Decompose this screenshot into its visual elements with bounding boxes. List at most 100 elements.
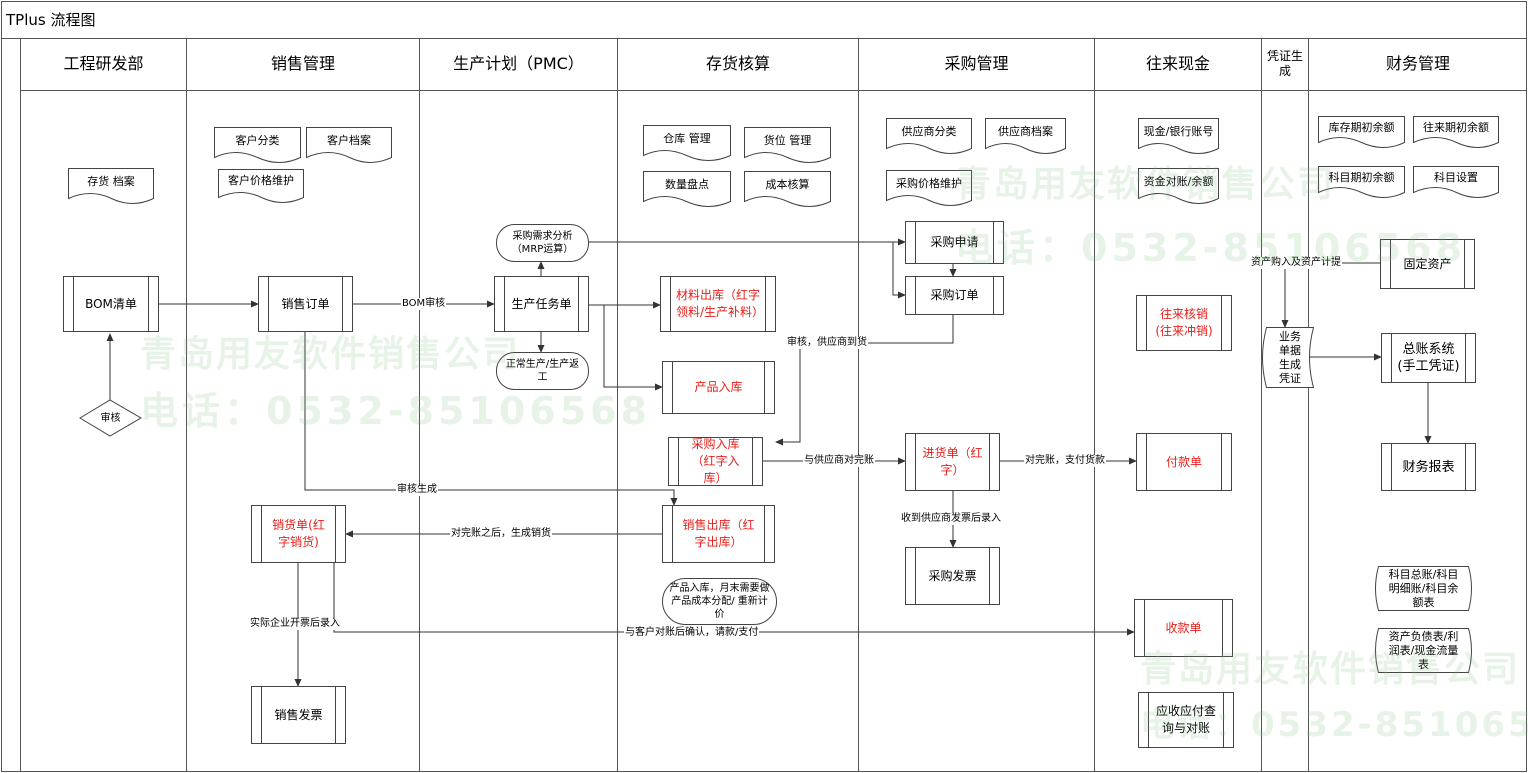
doc-shape-location (744, 127, 831, 163)
proc-bom: BOM清单 (85, 296, 137, 311)
doc-shape-acct-open (1318, 166, 1405, 198)
proc-shape-fixed-asset (1380, 239, 1475, 289)
proc-shape-payment (1136, 433, 1232, 491)
proc-shape-sales-order (258, 276, 353, 332)
term-mrp: 采购需求分析（MRP运算） (511, 231, 574, 255)
term-shape-month-end (662, 578, 777, 625)
edge-label-asset-buy: 资产购入及资产计提 (1250, 257, 1342, 269)
doc-count: 数量盘点 (665, 178, 709, 191)
proc-collection: 收款单 (1165, 620, 1202, 635)
lane-header-pmc: 生产计划（PMC） (453, 54, 584, 73)
proc-sales-order: 销售订单 (281, 296, 330, 311)
proc-shape-ar-query (1138, 692, 1234, 748)
doc-shape-cash-bank (1138, 118, 1219, 154)
doc-inv-file: 存货 档案 (87, 175, 135, 188)
doc-warehouse: 仓库 管理 (663, 132, 711, 145)
proc-ar-settle: 往来核销(往来冲销) (1155, 307, 1213, 338)
edge-label-audit-gen: 审核生成 (396, 484, 438, 496)
proc-shape-sales-doc (251, 505, 346, 563)
edge-label-sup-delivery: 审核，供应商到货 (786, 337, 868, 349)
doc-shape-warehouse (643, 125, 731, 161)
store-gl-reports: 科目总账/科目明细账/科目余额表 (1388, 567, 1459, 609)
lane-header-ar: 往来现金 (1145, 54, 1210, 73)
doc-shape-sup-class (886, 118, 972, 154)
lane-header-voucher: 凭证生成 (1266, 49, 1303, 78)
doc-acct-open: 科目期初余额 (1328, 171, 1395, 184)
term-normal-prod: 正常生产/生产返工 (505, 359, 580, 383)
doc-shape-inv-open (1318, 116, 1405, 148)
proc-prod-in: 产品入库 (694, 380, 743, 394)
proc-shape-sales-out (662, 505, 775, 563)
proc-shape-sales-invoice (251, 686, 346, 744)
doc-cust-price: 客户价格维护 (228, 174, 294, 187)
doc-cost: 成本核算 (765, 178, 810, 191)
proc-receipt: 进货单（红字） (922, 446, 983, 477)
store-shape-fs-reports (1375, 628, 1472, 673)
edge-label-bom-audit: BOM审核 (401, 298, 447, 310)
doc-acct-set: 科目设置 (1434, 171, 1478, 184)
lane-header-fin: 财务管理 (1385, 54, 1450, 73)
decision-shape-audit (79, 399, 142, 437)
proc-payment: 付款单 (1165, 454, 1202, 469)
doc-shape-cost (744, 171, 831, 207)
edge-label-after-settle: 对完账之后，生成销货 (450, 528, 552, 540)
edge-label-real-invoice: 实际企业开票后录入 (249, 618, 341, 630)
proc-shape-receipt (905, 433, 1000, 491)
doc-ar-open: 往来期初余额 (1423, 121, 1489, 134)
doc-cash-bank: 现金/银行账号 (1143, 125, 1214, 138)
proc-pur-req: 采购申请 (930, 235, 979, 249)
doc-cust-class: 客户分类 (235, 134, 280, 147)
doc-shape-fund-check (1138, 168, 1219, 204)
proc-mat-out: 材料出库（红字领料/生产补料） (676, 288, 765, 319)
lane-header-pur: 采购管理 (944, 54, 1009, 73)
doc-sup-class: 供应商分类 (901, 125, 957, 138)
proc-shape-bom (63, 276, 159, 332)
doc-shape-ar-open (1413, 116, 1499, 148)
proc-pur-in: 采购入库（红字入库） (691, 437, 740, 485)
proc-shape-mat-out (660, 276, 776, 332)
store-shape-gl-reports (1375, 566, 1472, 611)
lane-header-sales: 销售管理 (270, 54, 335, 73)
doc-shape-sup-file (985, 118, 1066, 154)
proc-pur-order: 采购订单 (930, 288, 979, 302)
doc-shape-inv-file (68, 168, 154, 204)
window-title: TPlus 流程图 (6, 11, 96, 29)
store-biz-voucher: 业务单据生成凭证 (1279, 329, 1301, 385)
decision-audit: 审核 (100, 412, 121, 424)
proc-sales-invoice: 销售发票 (274, 707, 323, 722)
proc-sales-doc: 销货单(红字销货) (272, 518, 325, 549)
store-fs-reports: 资产负债表/利润表/现金流量表 (1388, 629, 1459, 671)
doc-shape-acct-set (1413, 166, 1499, 198)
doc-shape-cust-file (306, 127, 392, 163)
proc-sales-out: 销售出库（红字出库） (682, 518, 755, 549)
store-shape-biz-voucher (1262, 327, 1315, 388)
proc-shape-prod-task (494, 276, 589, 332)
proc-shape-pur-order (905, 276, 1004, 315)
doc-shape-count (643, 171, 731, 207)
proc-shape-gl-system (1381, 333, 1476, 383)
edge-label-cust-settle: 与客户对账后确认，请款/支付 (624, 627, 760, 639)
doc-shape-cust-price (218, 169, 304, 203)
proc-shape-pur-invoice (905, 547, 1000, 605)
proc-pur-invoice: 采购发票 (928, 568, 977, 583)
proc-gl-system: 总账系统(手工凭证) (1397, 342, 1460, 374)
doc-pur-price: 采购价格维护 (896, 177, 962, 190)
lane-header-inv: 存货核算 (705, 54, 770, 73)
doc-sup-file: 供应商档案 (998, 125, 1053, 138)
edge-label-pay-after: 对完账，支付货款 (1024, 455, 1106, 467)
proc-prod-task: 生产任务单 (511, 296, 572, 311)
proc-fixed-asset: 固定资产 (1403, 256, 1452, 271)
doc-shape-cust-class (214, 127, 301, 163)
proc-shape-fin-report (1381, 443, 1476, 491)
doc-fund-check: 资金对账/余额 (1143, 175, 1214, 188)
proc-shape-ar-settle (1136, 295, 1232, 351)
term-month-end: 产品入库，月末需要做产品成本分配/ 重新计价 (669, 583, 770, 620)
proc-shape-prod-in (662, 361, 775, 414)
lane-header-eng: 工程研发部 (63, 54, 144, 73)
proc-fin-report: 财务报表 (1402, 459, 1455, 475)
proc-shape-collection (1134, 599, 1233, 657)
proc-shape-pur-req (905, 221, 1004, 264)
doc-location: 货位 管理 (763, 134, 812, 147)
doc-shape-pur-price (886, 170, 972, 206)
